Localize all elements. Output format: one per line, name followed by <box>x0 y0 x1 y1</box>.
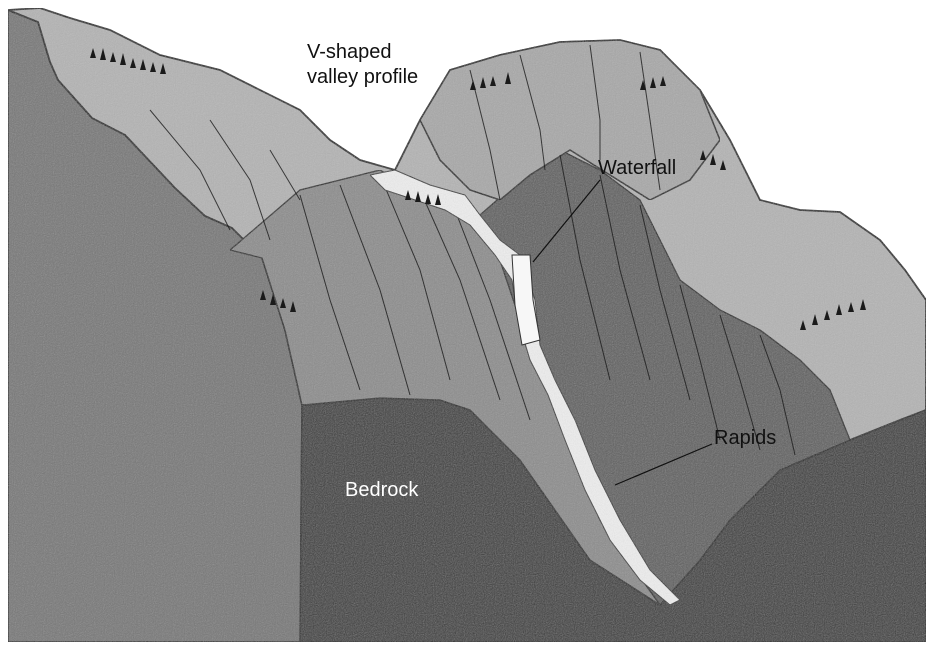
v-shaped-valley-label-line2: valley profile <box>307 65 418 89</box>
waterfall-label: Waterfall <box>598 156 676 180</box>
v-shaped-valley-label-line1: V-shaped <box>307 40 392 64</box>
rapids-label: Rapids <box>714 426 776 450</box>
bedrock-label: Bedrock <box>345 478 418 502</box>
